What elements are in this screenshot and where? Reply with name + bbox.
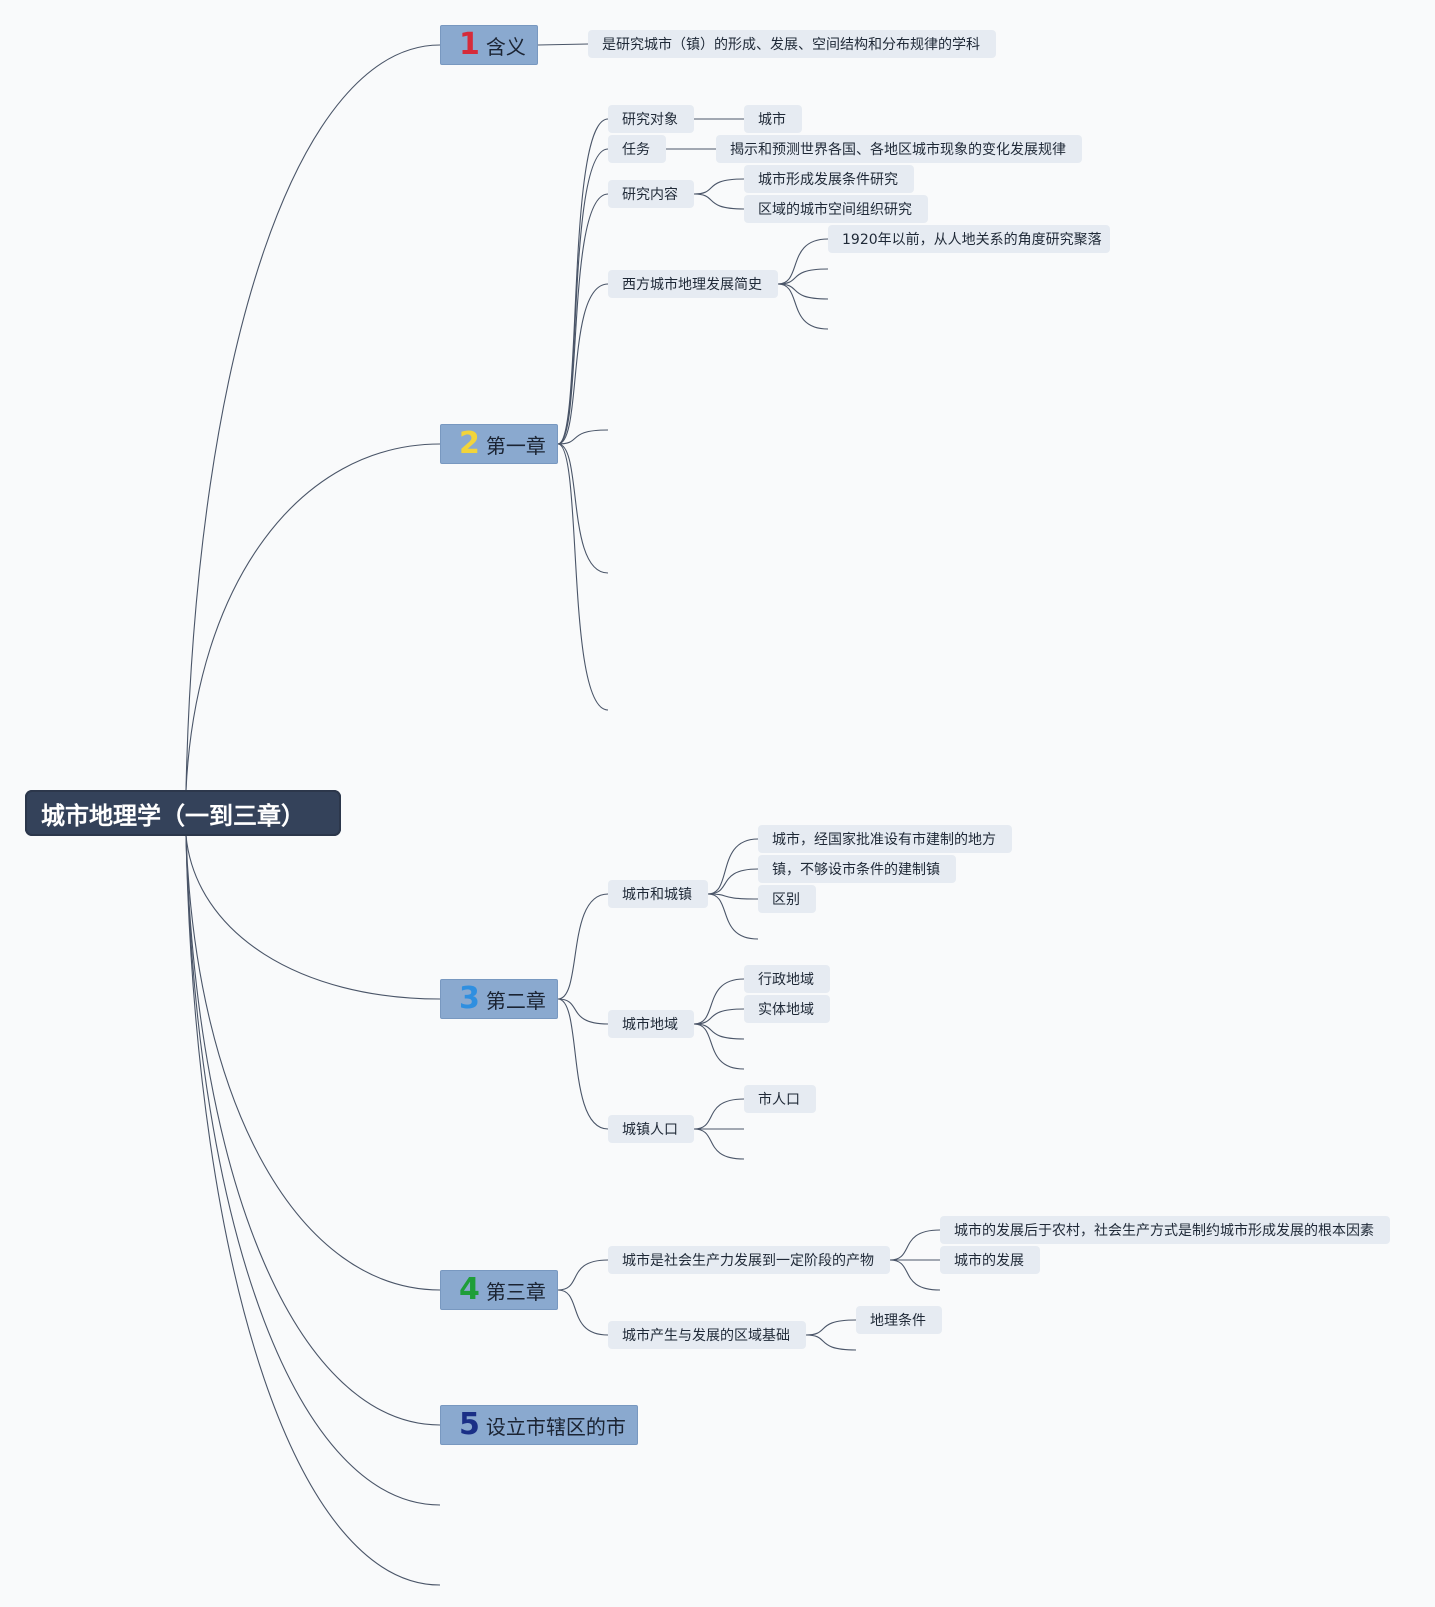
city-and-town-item[interactable]: 镇，不够设市条件的建制镇 <box>758 855 956 883</box>
city-and-town-item[interactable]: 区别 <box>758 885 816 913</box>
connector-line <box>889 1229 941 1261</box>
connector-line <box>693 1008 745 1025</box>
western-history[interactable]: 西方城市地理发展简史 <box>608 270 778 298</box>
connector-line <box>693 1098 745 1130</box>
topic-chapter-3[interactable]: 4 第三章 <box>440 1270 558 1310</box>
urban-region-item[interactable]: 行政地域 <box>744 965 830 993</box>
task[interactable]: 任务 <box>608 135 666 163</box>
root-connector <box>185 835 441 1586</box>
topic-number: 4 <box>459 1272 480 1307</box>
root-connector <box>185 835 441 1426</box>
urban-region[interactable]: 城市地域 <box>608 1010 694 1038</box>
city-productivity-item[interactable]: 城市的发展 <box>940 1246 1040 1274</box>
task-value[interactable]: 揭示和预测世界各国、各地区城市现象的变化发展规律 <box>716 135 1082 163</box>
connector-line <box>777 268 829 285</box>
connector-line <box>777 283 829 330</box>
connector-line <box>693 1023 745 1070</box>
root-connector <box>185 443 441 791</box>
topic-chapter-2[interactable]: 3 第二章 <box>440 979 558 1019</box>
root-connector <box>185 44 441 791</box>
connector-line <box>707 868 759 895</box>
connector-line <box>889 1259 941 1291</box>
topic-number: 5 <box>459 1407 480 1442</box>
connector-line <box>557 893 609 1000</box>
connector-line <box>805 1334 857 1351</box>
topic-label: 设立市辖区的市 <box>485 1414 626 1439</box>
city-productivity[interactable]: 城市是社会生产力发展到一定阶段的产物 <box>608 1246 890 1274</box>
topic-number: 3 <box>459 981 480 1016</box>
connector-line <box>707 838 759 895</box>
regional-basis-item[interactable]: 地理条件 <box>856 1306 942 1334</box>
urban-population[interactable]: 城镇人口 <box>608 1115 694 1143</box>
topic-label: 第三章 <box>485 1279 546 1304</box>
root-topic-label: 城市地理学（一到三章） <box>41 801 305 830</box>
connector-line <box>693 178 745 195</box>
connector-line <box>557 443 609 574</box>
connector-line <box>557 118 609 445</box>
connector-line <box>777 283 829 300</box>
topic-meaning[interactable]: 1 含义 <box>440 25 538 65</box>
research-content-item[interactable]: 城市形成发展条件研究 <box>744 165 914 193</box>
research-object[interactable]: 研究对象 <box>608 105 694 133</box>
regional-basis[interactable]: 城市产生与发展的区域基础 <box>608 1321 806 1349</box>
connector-line <box>557 429 609 445</box>
connector-line <box>777 238 829 285</box>
connector-line <box>693 1023 745 1040</box>
connector-line <box>557 1259 609 1291</box>
topic-number: 2 <box>459 426 480 461</box>
connector-line <box>557 148 609 445</box>
connector-line <box>707 893 759 900</box>
connector-line <box>557 193 609 445</box>
connector-line <box>805 1319 857 1336</box>
root-connector <box>185 835 441 1291</box>
root-connector <box>185 835 441 1000</box>
topic-label: 第一章 <box>485 433 546 458</box>
connector-line <box>693 1128 745 1160</box>
urban-population-item[interactable]: 市人口 <box>744 1085 816 1113</box>
connector-line <box>537 43 589 46</box>
topic-district-city[interactable]: 5 设立市辖区的市 <box>440 1405 638 1445</box>
root-connector <box>185 835 441 1506</box>
research-content-item[interactable]: 区域的城市空间组织研究 <box>744 195 928 223</box>
root-topic[interactable]: 城市地理学（一到三章） <box>25 790 341 836</box>
city-productivity-item[interactable]: 城市的发展后于农村，社会生产方式是制约城市形成发展的根本因素 <box>940 1216 1390 1244</box>
connector-line <box>693 193 745 210</box>
connector-line <box>707 893 759 940</box>
connector-line <box>557 998 609 1130</box>
connector-line <box>557 443 609 711</box>
research-content[interactable]: 研究内容 <box>608 180 694 208</box>
topic-number: 1 <box>459 27 480 62</box>
western-history-item[interactable]: 1920年以前，从人地关系的角度研究聚落 <box>828 225 1110 253</box>
connector-line <box>693 978 745 1025</box>
city-and-town-item[interactable]: 城市，经国家批准设有市建制的地方 <box>758 825 1012 853</box>
meaning-definition[interactable]: 是研究城市（镇）的形成、发展、空间结构和分布规律的学科 <box>588 30 996 58</box>
connector-line <box>557 283 609 445</box>
connector-line <box>557 998 609 1025</box>
urban-region-item[interactable]: 实体地域 <box>744 995 830 1023</box>
topic-label: 第二章 <box>485 988 546 1013</box>
topic-chapter-1[interactable]: 2 第一章 <box>440 424 558 464</box>
topic-label: 含义 <box>485 34 526 59</box>
city-and-town[interactable]: 城市和城镇 <box>608 880 708 908</box>
connector-line <box>557 1289 609 1336</box>
research-object-value[interactable]: 城市 <box>744 105 802 133</box>
